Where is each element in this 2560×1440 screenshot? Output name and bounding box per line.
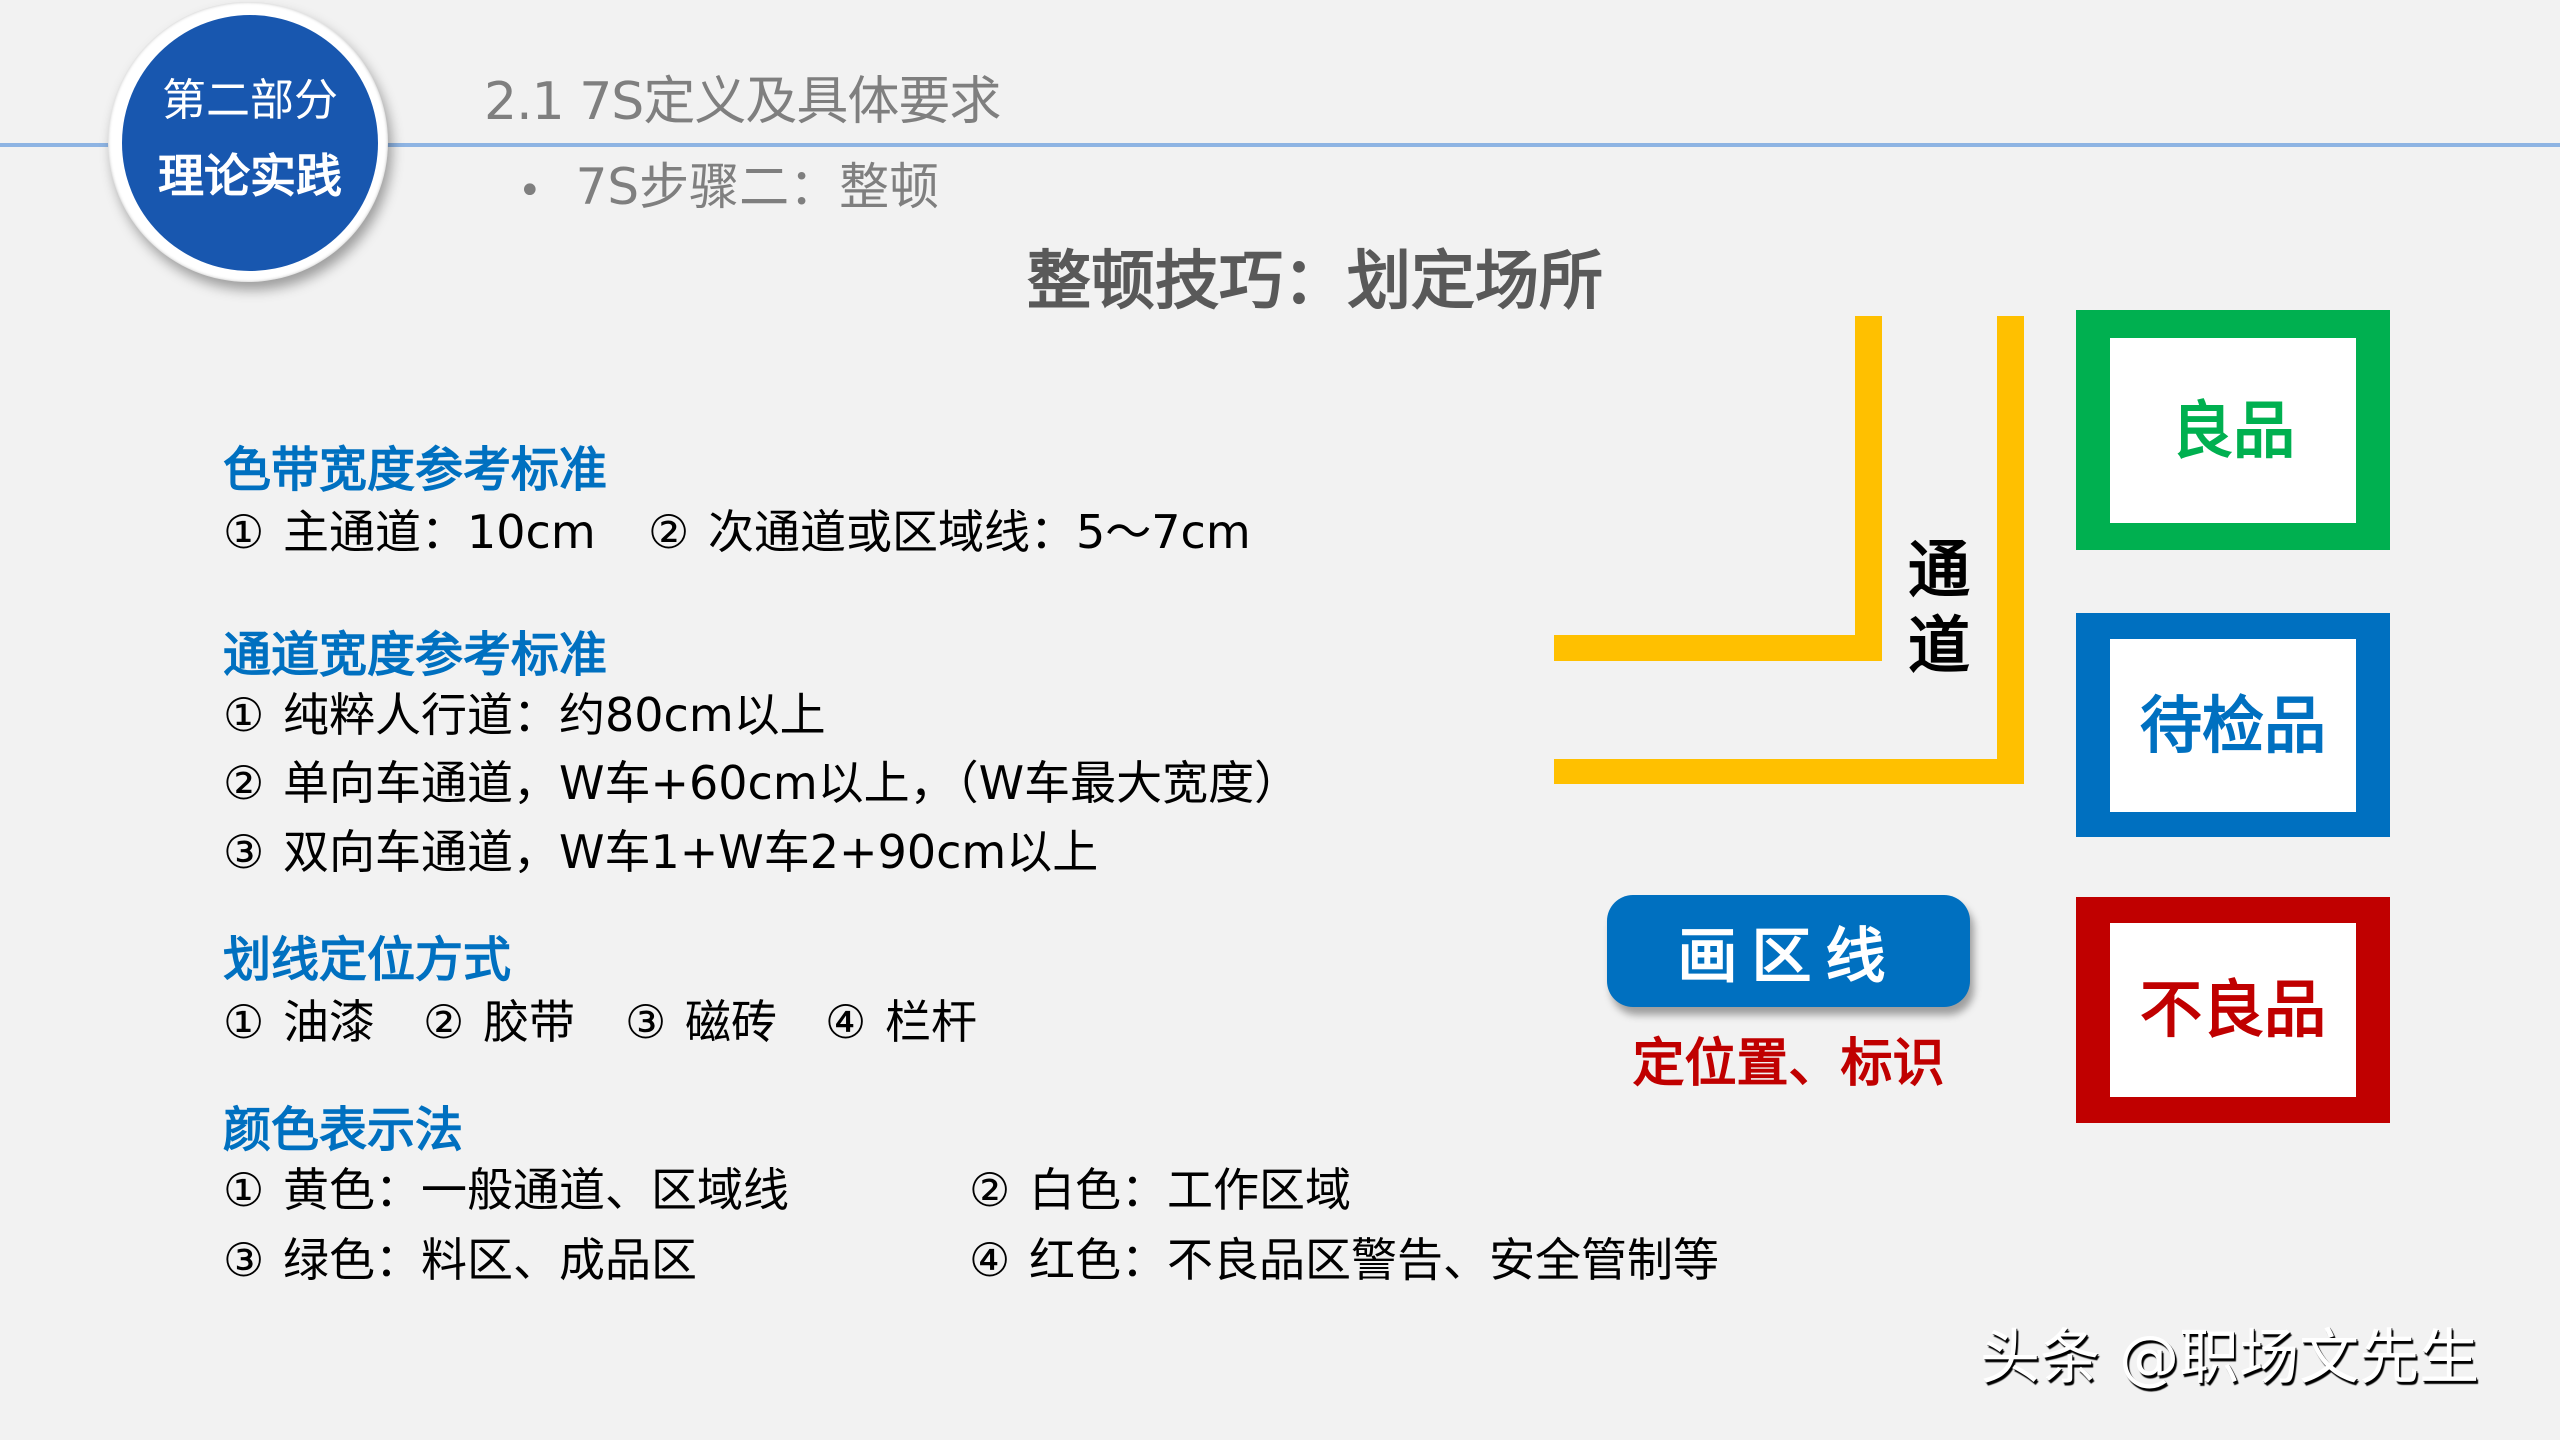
aisle-line-outer-horizontal [1554, 759, 2024, 784]
aisle-label-char-1: 通 [1907, 533, 1970, 606]
bullet-icon: • [518, 167, 542, 214]
item-text: 主通道：10cm [283, 505, 596, 559]
page-title: 整顿技巧：划定场所 [1027, 245, 1603, 319]
num-marker: ① [223, 1163, 265, 1217]
num-marker: ① [223, 995, 265, 1049]
num-marker: ② [223, 756, 265, 810]
num-marker: ① [223, 505, 265, 559]
zone-defective: 不良品 [2076, 897, 2390, 1123]
badge-part-label: 第二部分 [162, 75, 338, 126]
item-text: 绿色：料区、成品区 [283, 1233, 697, 1287]
zone-good-label: 良品 [2170, 393, 2295, 467]
num-marker: ③ [625, 995, 667, 1049]
aisle-label: 通 道 [1906, 532, 1972, 684]
heading-tape-width: 色带宽度参考标准 [223, 442, 608, 498]
section-title: 2.1 7S定义及具体要求 [484, 72, 1001, 132]
num-marker: ② [648, 505, 690, 559]
watermark: 头条 @职场文先生 [1980, 1323, 2480, 1393]
aisle-label-char-2: 道 [1907, 609, 1970, 682]
item-text: 红色：不良品区警告、安全管制等 [1029, 1233, 1719, 1287]
aisle-line-inner-vertical [1855, 316, 1882, 661]
item-text: 双向车通道，W车1+W车2+90cm以上 [283, 825, 1099, 879]
num-marker: ③ [223, 1233, 265, 1287]
num-marker: ② [423, 995, 465, 1049]
item-text: 胶带 [483, 995, 575, 1049]
zone-defective-label: 不良品 [2139, 973, 2326, 1046]
zone-good-product: 良品 [2076, 310, 2390, 550]
draw-zone-caption: 定位置、标识 [1632, 1034, 1945, 1094]
header-divider [0, 143, 2560, 147]
section-badge: 第二部分 理论实践 [122, 15, 378, 271]
badge-part-title: 理论实践 [158, 149, 342, 203]
heading-color-coding: 颜色表示法 [223, 1102, 464, 1158]
item-text: 纯粹人行道：约80cm以上 [283, 688, 826, 742]
aisle-line-inner-horizontal [1554, 635, 1882, 661]
num-marker: ④ [825, 995, 867, 1049]
num-marker: ③ [223, 825, 265, 879]
section-subtitle: •7S步骤二：整顿 [518, 162, 939, 212]
item-text: 油漆 [283, 995, 375, 1049]
item-text: 磁砖 [685, 995, 777, 1049]
heading-aisle-width: 通道宽度参考标准 [223, 627, 608, 683]
num-marker: ④ [969, 1233, 1011, 1287]
item-text: 栏杆 [885, 995, 977, 1049]
num-marker: ② [969, 1163, 1011, 1217]
draw-zone-line-label: 画区线 [1607, 895, 1970, 1007]
aisle-line-outer-vertical [1997, 316, 2024, 784]
item-text: 白色：工作区域 [1029, 1163, 1351, 1217]
heading-marking-method: 划线定位方式 [223, 932, 512, 988]
item-text: 次通道或区域线：5～7cm [708, 505, 1251, 559]
zone-pending-inspection: 待检品 [2076, 613, 2390, 837]
num-marker: ① [223, 688, 265, 742]
item-text: 单向车通道，W车+60cm以上，（W车最大宽度） [283, 756, 1301, 810]
zone-pending-label: 待检品 [2139, 688, 2326, 762]
section-subtitle-text: 7S步骤二：整顿 [575, 158, 940, 216]
item-text: 黄色：一般通道、区域线 [283, 1163, 789, 1217]
